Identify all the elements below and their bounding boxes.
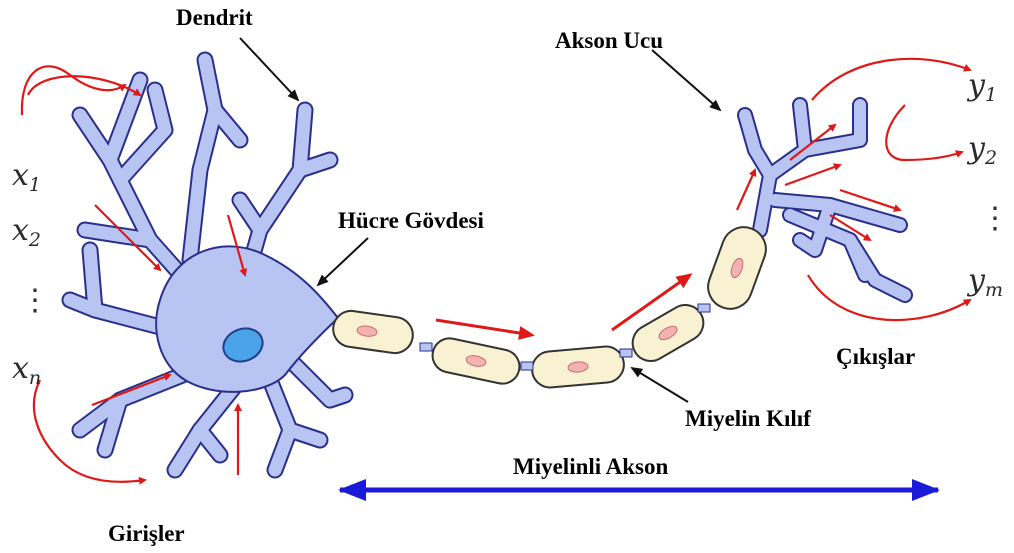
myelin-segments bbox=[331, 221, 772, 389]
label-myelin-sheath: Miyelin Kılıf bbox=[685, 406, 811, 431]
myelin-segment bbox=[626, 298, 710, 367]
output-y1: y1 bbox=[966, 68, 997, 106]
output-variables: y1 y2 ⋮ ym bbox=[966, 68, 1010, 301]
myelin-segment bbox=[331, 309, 415, 356]
myelin-segment bbox=[702, 221, 772, 315]
label-dendrite: Dendrit bbox=[176, 5, 253, 30]
input-x1: x1 bbox=[12, 158, 41, 196]
input-xn: xn bbox=[12, 351, 41, 389]
cell-body-and-dendrites bbox=[70, 60, 345, 470]
label-inputs: Girişler bbox=[108, 521, 185, 546]
myelin-segment bbox=[531, 345, 626, 389]
label-cell-body: Hücre Gövdesi bbox=[338, 208, 484, 233]
input-ellipsis: ⋮ bbox=[20, 283, 50, 318]
input-x2: x2 bbox=[12, 213, 41, 251]
output-ym: ym bbox=[966, 263, 1003, 301]
label-axon-terminal: Akson Ucu bbox=[555, 28, 663, 53]
label-outputs: Çıkışlar bbox=[836, 344, 915, 369]
myelin-segment bbox=[429, 335, 522, 387]
label-myelinated-axon: Miyelinli Akson bbox=[513, 454, 668, 479]
output-ellipsis: ⋮ bbox=[980, 201, 1010, 236]
input-variables: x1 x2 ⋮ xn bbox=[12, 158, 50, 389]
output-y2: y2 bbox=[966, 131, 997, 169]
